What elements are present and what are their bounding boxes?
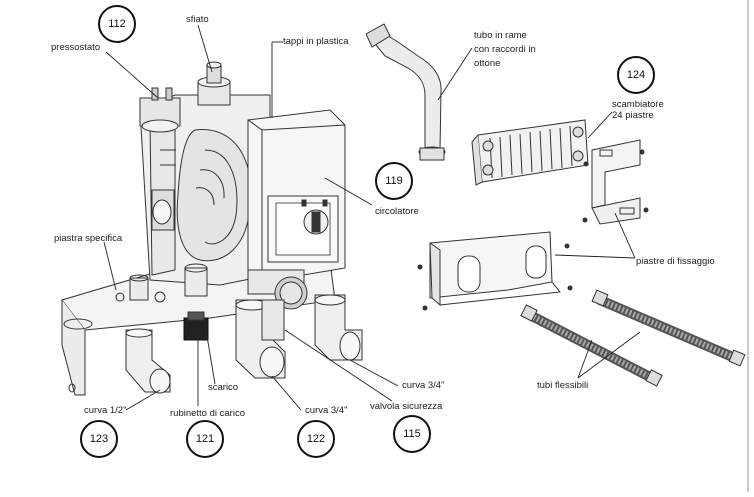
badge-119: 119 bbox=[375, 162, 413, 200]
label-piastre-di-fissaggio: piastre di fissaggio bbox=[636, 256, 715, 267]
label-scambiatore-line1: scambiatore bbox=[612, 99, 664, 110]
small-fixing-bracket bbox=[582, 139, 649, 225]
label-pressostato: pressostato bbox=[51, 42, 101, 53]
label-curva-34-right: curva 3/4" bbox=[402, 380, 445, 391]
label-scambiatore-line2: 24 piastre bbox=[612, 110, 654, 121]
badge-124: 124 bbox=[617, 56, 655, 94]
heat-exchanger bbox=[471, 119, 589, 186]
hydraulic-group bbox=[61, 61, 363, 396]
label-scarico: scarico bbox=[208, 382, 239, 393]
label-tubo-line3: ottone bbox=[474, 58, 501, 69]
label-rubinetto-di-carico: rubinetto di carico bbox=[170, 408, 245, 419]
label-curva-34-bottom: curva 3/4" bbox=[305, 405, 348, 416]
badge-115: 115 bbox=[393, 415, 431, 453]
large-fixing-bracket bbox=[417, 231, 573, 311]
label-circolatore: circolatore bbox=[375, 206, 419, 217]
label-tubo-line1: tubo in rame bbox=[474, 30, 527, 41]
label-tubo-line2: con raccordi in bbox=[474, 44, 536, 55]
label-curva-half: curva 1/2" bbox=[84, 405, 127, 416]
label-valvola-sicurezza: valvola sicurezza bbox=[370, 401, 443, 412]
badge-122: 122 bbox=[297, 420, 335, 458]
flexible-hoses bbox=[520, 289, 746, 387]
badge-112: 112 bbox=[98, 5, 136, 43]
label-sfiato: sfiato bbox=[186, 14, 209, 25]
leader-lines bbox=[103, 24, 641, 411]
copper-pipe bbox=[365, 23, 446, 161]
badge-123: 123 bbox=[80, 420, 118, 458]
badge-121: 121 bbox=[186, 420, 224, 458]
label-tappi-in-plastica: tappi in plastica bbox=[283, 36, 349, 47]
label-tubi-flessibili: tubi flessibili bbox=[537, 380, 589, 391]
label-piastra-specifica: piastra specifica bbox=[54, 233, 123, 244]
